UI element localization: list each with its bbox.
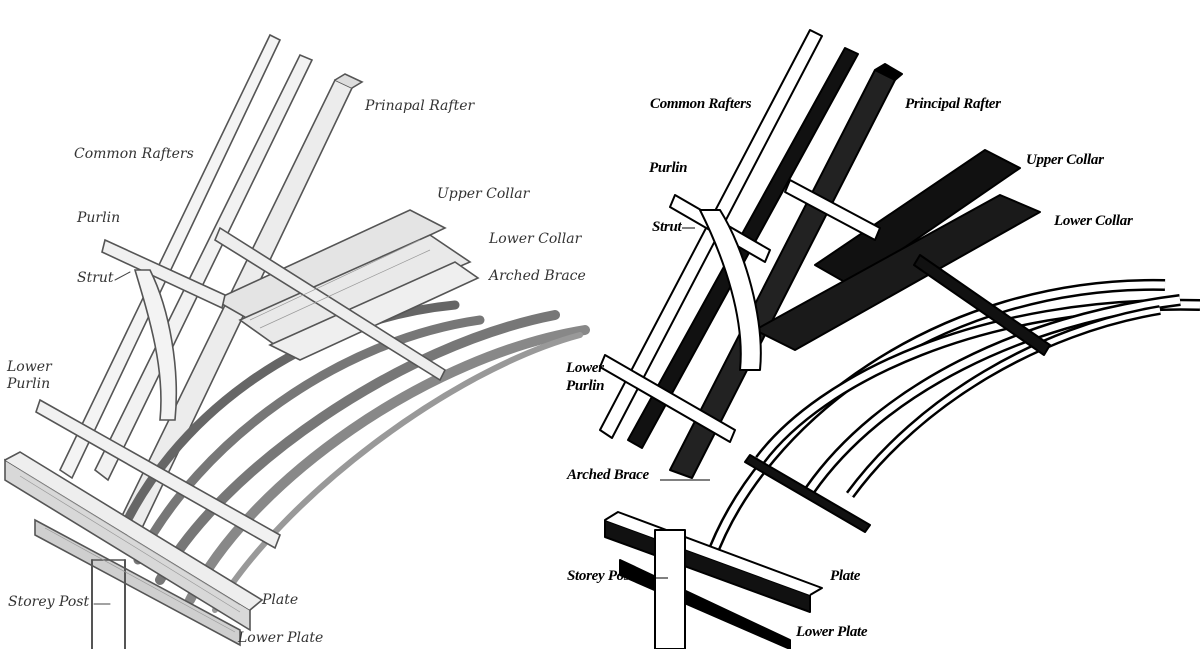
label-strut: Strut [77, 270, 114, 286]
purlin-upper [784, 179, 881, 241]
label-lower-purlin-line1: Lower [566, 360, 604, 376]
arched-rib [212, 332, 583, 613]
label-purlin: Purlin [77, 210, 121, 226]
purlin-upper [214, 226, 447, 382]
left-truss-drawing [4, 33, 590, 649]
label-purlin: Purlin [649, 160, 688, 176]
right-truss-figure: Common Rafters Principal Rafter Purlin U… [560, 0, 1200, 649]
label-lower-purlin-line2: Purlin [566, 378, 605, 394]
arched-brace-piece [268, 261, 480, 361]
label-plate: Plate [262, 592, 299, 608]
storey-post [654, 529, 686, 649]
label-lower-collar: Lower Collar [489, 231, 582, 247]
lower-plate [34, 518, 241, 647]
left-truss-figure: Common Rafters Prinapal Rafter Purlin Up… [4, 33, 590, 649]
purlin-right [913, 254, 1051, 356]
label-upper-collar: Upper Collar [1026, 152, 1104, 168]
label-storey-post: Storey Post [567, 568, 634, 584]
arched-rib [155, 310, 560, 585]
upper-collar [814, 149, 1021, 286]
common-rafter [58, 33, 282, 480]
upper-collar [213, 209, 447, 321]
right-truss-drawing [599, 29, 1200, 649]
lower-purlin [599, 354, 736, 443]
label-upper-collar: Upper Collar [437, 186, 530, 202]
label-strut: Strut [652, 219, 682, 235]
lower-purlin [35, 398, 281, 550]
label-arched-brace: Arched Brace [489, 268, 586, 284]
label-lower-plate: Lower Plate [796, 624, 868, 640]
label-arched-brace: Arched Brace [567, 467, 649, 483]
arched-rib [847, 307, 1161, 497]
common-rafter [93, 53, 314, 482]
strut [699, 209, 762, 371]
lower-brace [744, 454, 871, 533]
label-lower-purlin-line1: Lower [7, 359, 52, 375]
lower-collar [754, 194, 1041, 351]
arched-rib [807, 296, 1181, 493]
lower-collar [238, 234, 472, 346]
label-plate: Plate [830, 568, 861, 584]
label-common-rafters: Common Rafters [74, 146, 194, 162]
purlin [101, 238, 226, 310]
label-lower-collar: Lower Collar [1054, 213, 1133, 229]
label-lower-purlin-line2: Purlin [7, 376, 51, 392]
plate [604, 519, 811, 613]
label-common-rafters: Common Rafters [650, 96, 752, 112]
label-principal-rafter: Prinapal Rafter [365, 98, 475, 114]
plate [4, 458, 251, 632]
strut [133, 269, 178, 421]
arched-rib [133, 315, 485, 565]
label-principal-rafter: Principal Rafter [905, 96, 1001, 112]
label-lower-plate: Lower Plate [238, 630, 324, 646]
storey-post [91, 559, 126, 649]
arched-rib [185, 325, 590, 605]
label-storey-post: Storey Post [8, 594, 90, 610]
